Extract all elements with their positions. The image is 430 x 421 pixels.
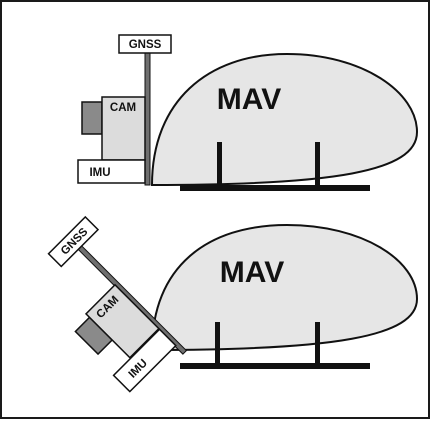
camera-label: CAM [110,102,136,114]
panel-tilted: MAV GNSS CAM IMU [47,215,419,393]
landing-gear-strut-left [217,142,222,187]
panel-upright: MAV GNSS CAM IMU [77,34,419,191]
landing-gear-skid [180,185,370,191]
landing-gear-strut-left [215,322,220,366]
camera-lens [81,101,103,135]
gnss-receiver [47,215,100,268]
camera-body [101,96,146,161]
gnss-receiver [118,34,172,54]
landing-gear-strut-right [315,322,320,366]
imu-label: IMU [89,167,110,179]
mav-body [150,52,419,187]
imu-unit [112,328,177,393]
imu-unit [77,159,146,184]
mav-label: MAV [220,256,284,289]
landing-gear-skid [180,363,370,369]
landing-gear-strut-right [315,142,320,187]
mav-label: MAV [217,83,281,116]
camera-body [84,283,160,359]
gnss-label: GNSS [129,39,162,51]
mav-body [150,223,419,352]
